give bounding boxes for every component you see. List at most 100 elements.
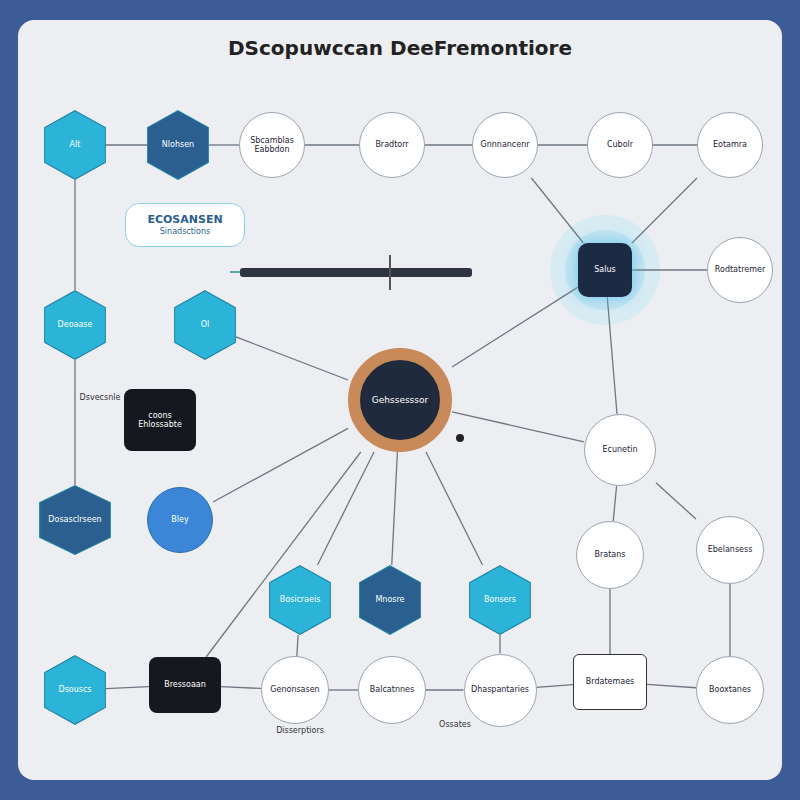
connector <box>106 144 147 145</box>
connector <box>329 689 358 690</box>
node-text: Sbcamblas <box>250 136 294 145</box>
node-text: Ebelansess <box>708 545 753 554</box>
connector <box>656 483 696 519</box>
circle-node: Ecunetin <box>584 414 656 486</box>
node-text: Bradtorr <box>375 140 408 149</box>
connector <box>609 589 610 654</box>
hex-outline <box>148 111 209 180</box>
hex-outline <box>45 291 106 360</box>
connector <box>236 337 348 380</box>
hex-outline <box>270 566 331 635</box>
bubble-node: ECOSANSENSinadsctions <box>125 203 245 247</box>
node-text: Bratans <box>595 550 626 559</box>
connector <box>537 685 574 688</box>
connector <box>305 144 359 145</box>
connector <box>531 178 583 243</box>
node-text: Gnnnancenr <box>480 140 529 149</box>
node-text: Alt <box>70 140 81 149</box>
hex-node: Dsouscs <box>44 655 106 725</box>
circle-node: Bley <box>147 487 213 553</box>
connector <box>106 687 149 689</box>
node-text: Sinadsctions <box>160 227 210 236</box>
node-text: Nlohsen <box>162 140 194 149</box>
chip-node: Salus <box>578 243 632 297</box>
connector <box>499 635 500 654</box>
node-text: Eabbdon <box>254 145 289 154</box>
connector <box>632 178 697 243</box>
connector <box>613 486 616 521</box>
connector <box>452 412 584 442</box>
connector <box>647 684 696 687</box>
free-label: Disserptiors <box>274 726 326 735</box>
node-text: Salus <box>594 265 615 274</box>
connector <box>74 180 75 290</box>
connector <box>538 144 587 145</box>
node-text: Mnosre <box>375 595 404 604</box>
connector <box>318 452 375 565</box>
diagram-title: DScopuwccan DeeFremontiore <box>228 36 572 60</box>
hex-node: Ol <box>174 290 236 360</box>
connector <box>452 287 578 367</box>
connector <box>426 689 464 690</box>
hex-outline <box>45 656 106 725</box>
circle-node: Ebelansess <box>696 516 764 584</box>
connector <box>607 297 617 414</box>
hex-outline <box>40 486 111 555</box>
hex-node: Nlohsen <box>147 110 209 180</box>
node-text: Eotamra <box>713 140 747 149</box>
node-text: Booxtanes <box>709 685 751 694</box>
node-text: Dosasclrseen <box>48 515 101 524</box>
circle-node: Rodtatremer <box>707 237 773 303</box>
node-text: coons <box>148 411 171 420</box>
hex-outline <box>470 566 531 635</box>
hex-outline <box>175 291 236 360</box>
node-text: Cubolr <box>607 140 633 149</box>
node-text: Ecunetin <box>603 445 638 454</box>
device-box: Brdatemaes <box>573 654 647 710</box>
node-text: Bonsers <box>484 595 516 604</box>
device-box: Bressoaan <box>149 657 221 713</box>
connector <box>297 635 298 656</box>
dot <box>456 434 464 442</box>
circle-node: Cubolr <box>587 112 653 178</box>
node-text: ECOSANSEN <box>147 214 222 227</box>
connector <box>213 428 348 502</box>
bus-tick <box>389 255 391 290</box>
hex-node: Alt <box>44 110 106 180</box>
connector <box>653 144 697 145</box>
circle-node: Genonsasen <box>261 656 329 724</box>
node-text: Bley <box>171 515 188 524</box>
node-text: Brdatemaes <box>586 677 634 686</box>
node-text: Deoaase <box>58 320 93 329</box>
node-text: Bressoaan <box>164 680 206 689</box>
connector <box>209 144 239 145</box>
connector <box>392 452 398 565</box>
circle-node: Bratans <box>576 521 644 589</box>
connector <box>221 687 261 689</box>
node-text: Bosicraeis <box>280 595 321 604</box>
free-label: Dsvecsnle <box>78 393 123 402</box>
hex-node: Mnosre <box>359 565 421 635</box>
hex-node: Deoaase <box>44 290 106 360</box>
hex-node: Dosasclrseen <box>39 485 111 555</box>
node-text: Ol <box>201 320 210 329</box>
node-text: Genonsasen <box>270 685 319 694</box>
circle-node: SbcamblasEabbdon <box>239 112 305 178</box>
circle-node: Balcatnnes <box>358 656 426 724</box>
node-text: Ehlossabte <box>138 420 182 429</box>
hex-outline <box>360 566 421 635</box>
node-text: Rodtatremer <box>715 265 765 274</box>
connector <box>632 269 707 270</box>
bus-end <box>230 271 240 273</box>
node-text: Dsouscs <box>58 685 91 694</box>
free-label: Ossates <box>437 720 473 729</box>
connector <box>425 144 472 145</box>
hex-node: Bonsers <box>469 565 531 635</box>
core-node: Gehssesssor <box>348 348 452 452</box>
node-text: Dhaspantaries <box>471 685 529 694</box>
connector <box>206 452 361 657</box>
hex-node: Bosicraeis <box>269 565 331 635</box>
circle-node: Eotamra <box>697 112 763 178</box>
bus-bar <box>240 268 472 277</box>
connector <box>74 360 75 485</box>
